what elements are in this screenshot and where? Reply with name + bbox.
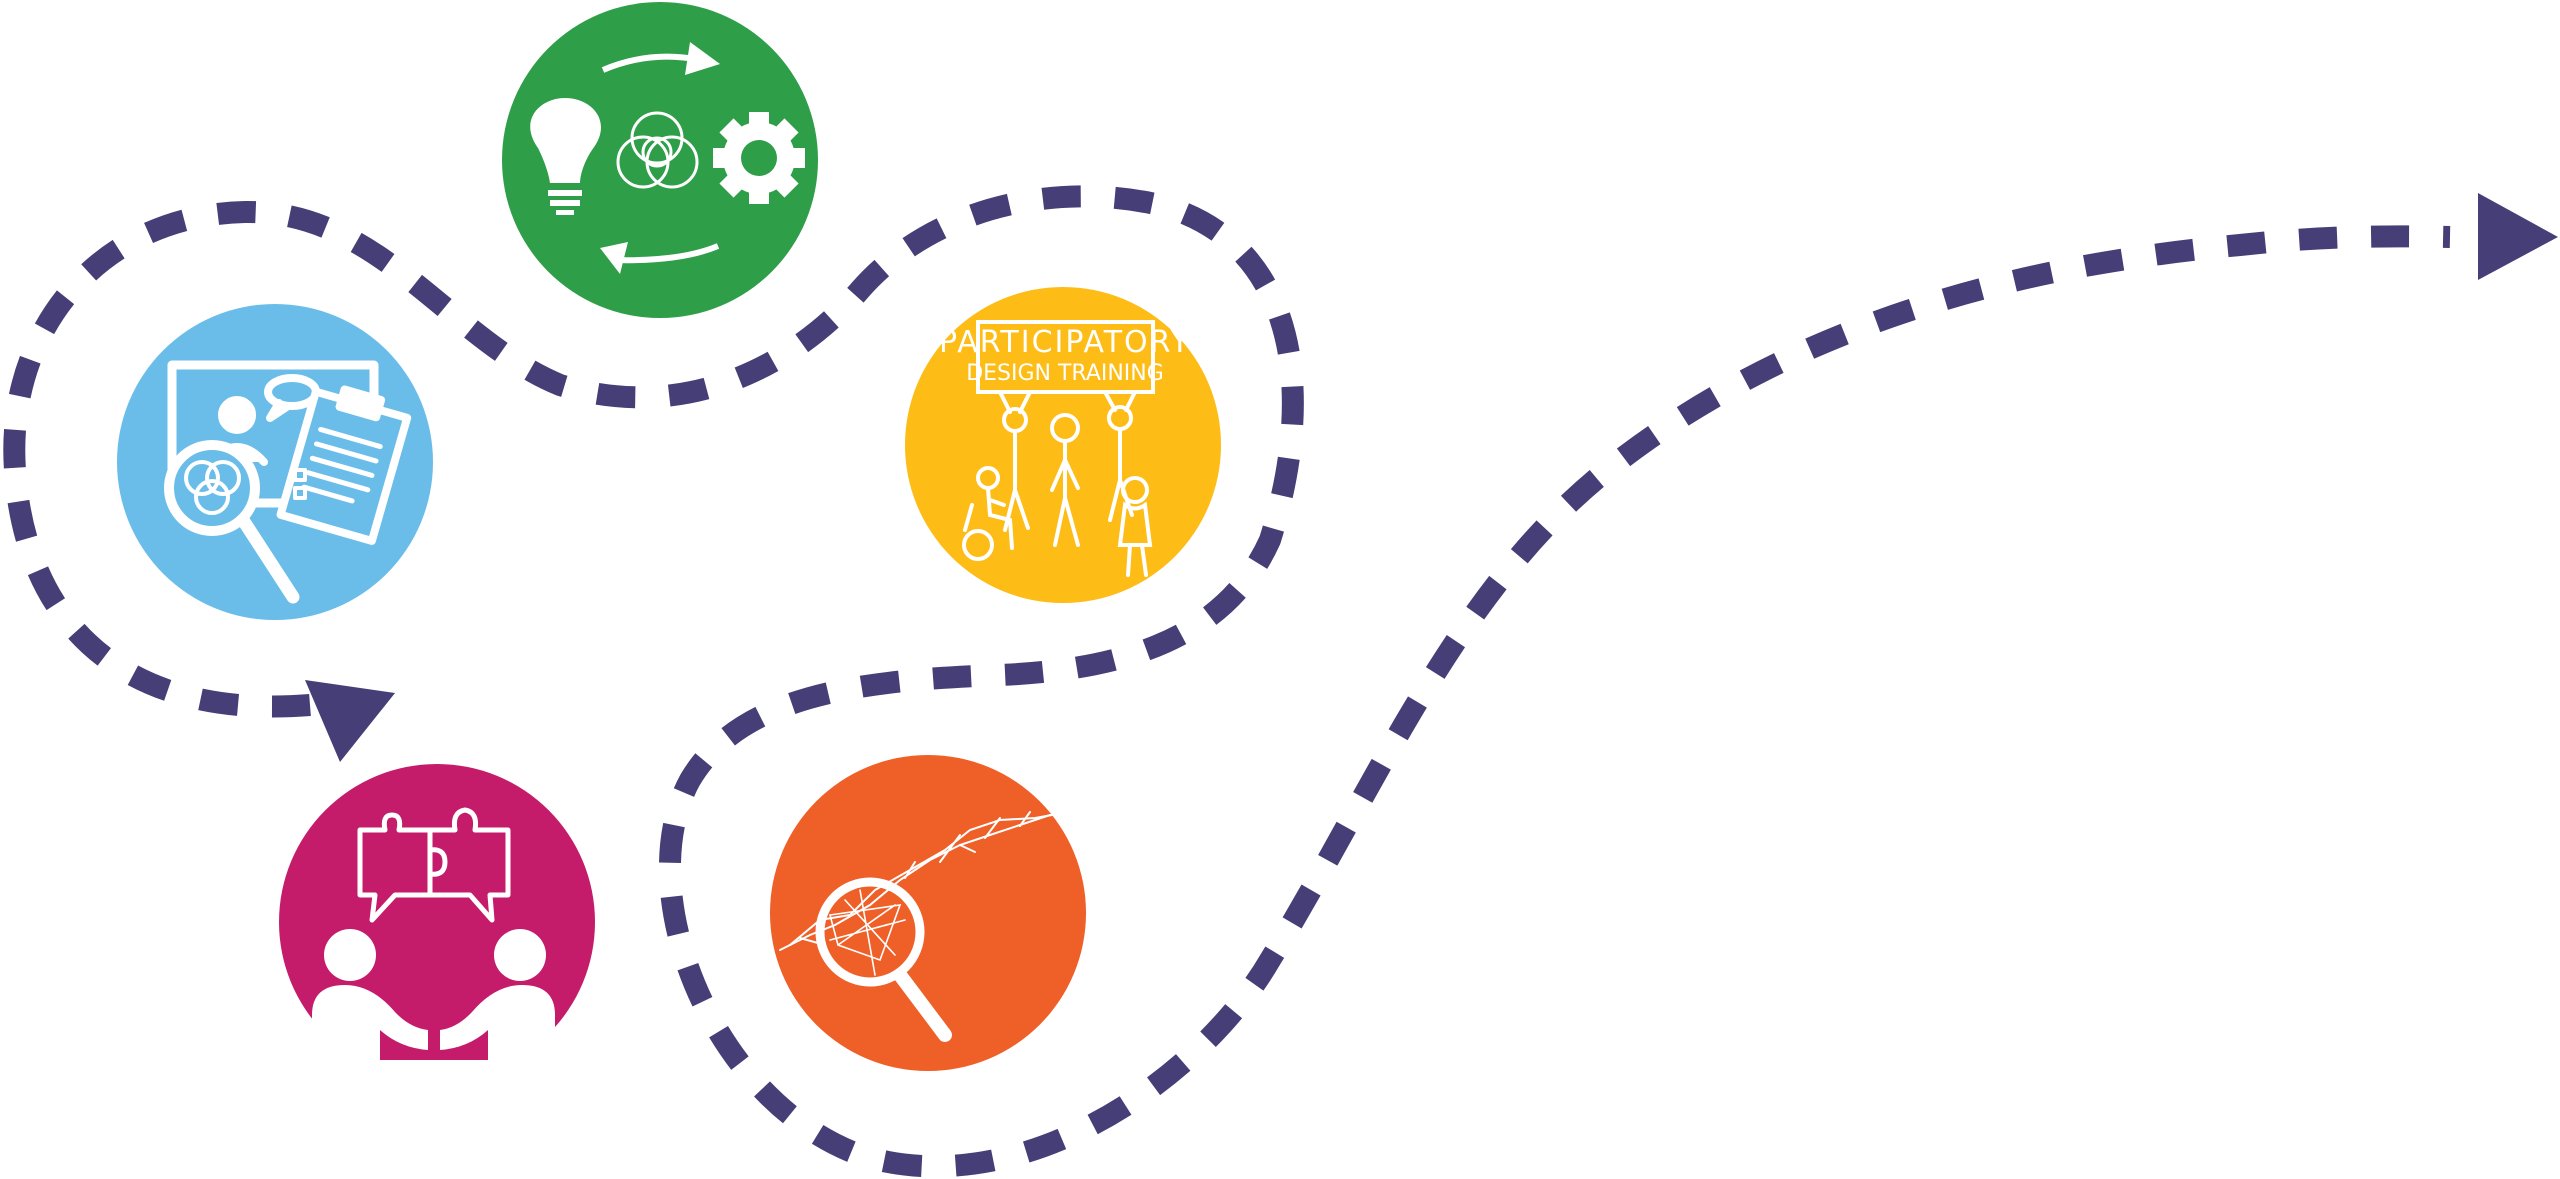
stage-training: PARTICIPATORY DESIGN TRAINING <box>905 287 1221 603</box>
stage-ideation-circle <box>502 2 818 318</box>
stage-collaboration <box>279 764 595 1090</box>
arrow-head-end <box>2478 193 2558 280</box>
stage-research <box>117 304 433 620</box>
puzzle-collaboration-icon <box>312 807 555 1090</box>
stage-analysis-circle <box>770 755 1086 1071</box>
journey-path-segment <box>3 185 2451 1178</box>
idea-cycle-icon <box>530 42 805 274</box>
stage-analysis <box>770 755 1086 1071</box>
stage-research-circle <box>117 304 433 620</box>
arrow-head-start <box>305 680 395 762</box>
participatory-training-icon: PARTICIPATORY DESIGN TRAINING <box>939 320 1191 577</box>
banner-line-2: DESIGN TRAINING <box>966 361 1164 386</box>
research-clipboard-magnifier-icon <box>164 360 412 604</box>
network-magnifier-icon <box>779 811 1053 1042</box>
stage-ideation <box>502 2 818 318</box>
journey-path <box>3 185 2451 1178</box>
banner-line-1: PARTICIPATORY <box>939 325 1191 360</box>
